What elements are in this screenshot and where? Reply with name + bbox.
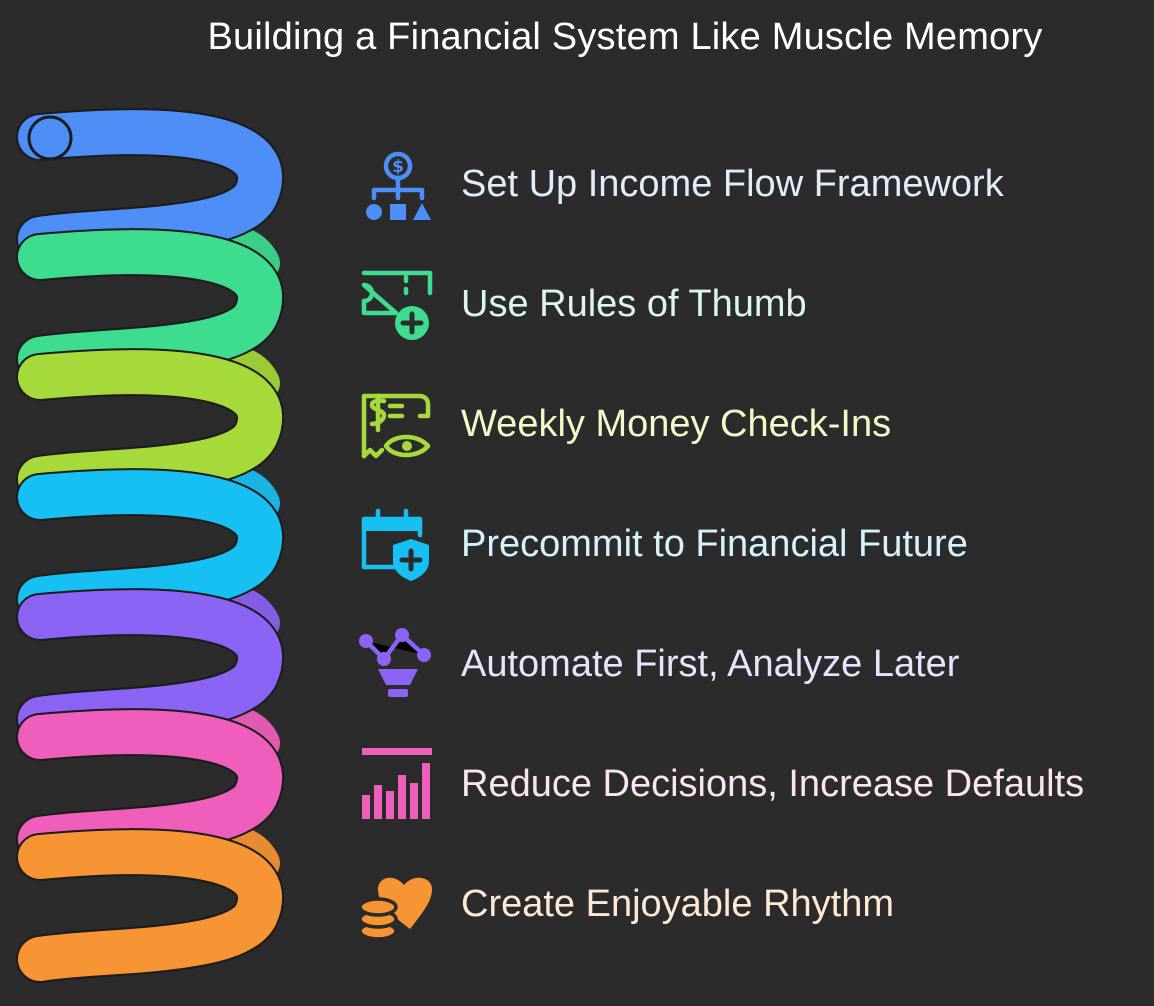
svg-text:$: $ [392, 157, 404, 177]
item-label-reduce-decisions: Reduce Decisions, Increase Defaults [461, 763, 1085, 805]
spring-segment [18, 230, 282, 381]
calendar-shield-icon [361, 508, 429, 581]
org-chart-dollar-icon: $ [366, 151, 431, 220]
spring-end-cap [27, 115, 73, 161]
spring-coil [16, 108, 284, 983]
item-label-income-flow: Set Up Income Flow Framework [461, 163, 1004, 205]
spring-segment [18, 110, 282, 261]
spring-segment [18, 470, 282, 621]
item-label-weekly-check-ins: Weekly Money Check-Ins [461, 403, 892, 445]
coins-heart-icon [358, 877, 432, 941]
spring-segment [18, 590, 282, 741]
spring-segment [18, 350, 282, 501]
spring-segment [18, 710, 282, 861]
spring-segment [18, 830, 282, 981]
item-label-rules-of-thumb: Use Rules of Thumb [461, 283, 807, 325]
item-label-automate: Automate First, Analyze Later [461, 643, 960, 685]
network-funnel-icon [359, 628, 431, 697]
receipt-eye-icon [361, 393, 431, 459]
ticket-plus-icon [361, 270, 433, 340]
item-label-enjoyable-rhythm: Create Enjoyable Rhythm [461, 883, 894, 925]
item-label-precommit: Precommit to Financial Future [461, 523, 968, 565]
page-title: Building a Financial System Like Muscle … [207, 16, 1043, 58]
bar-chart-icon [362, 748, 432, 819]
